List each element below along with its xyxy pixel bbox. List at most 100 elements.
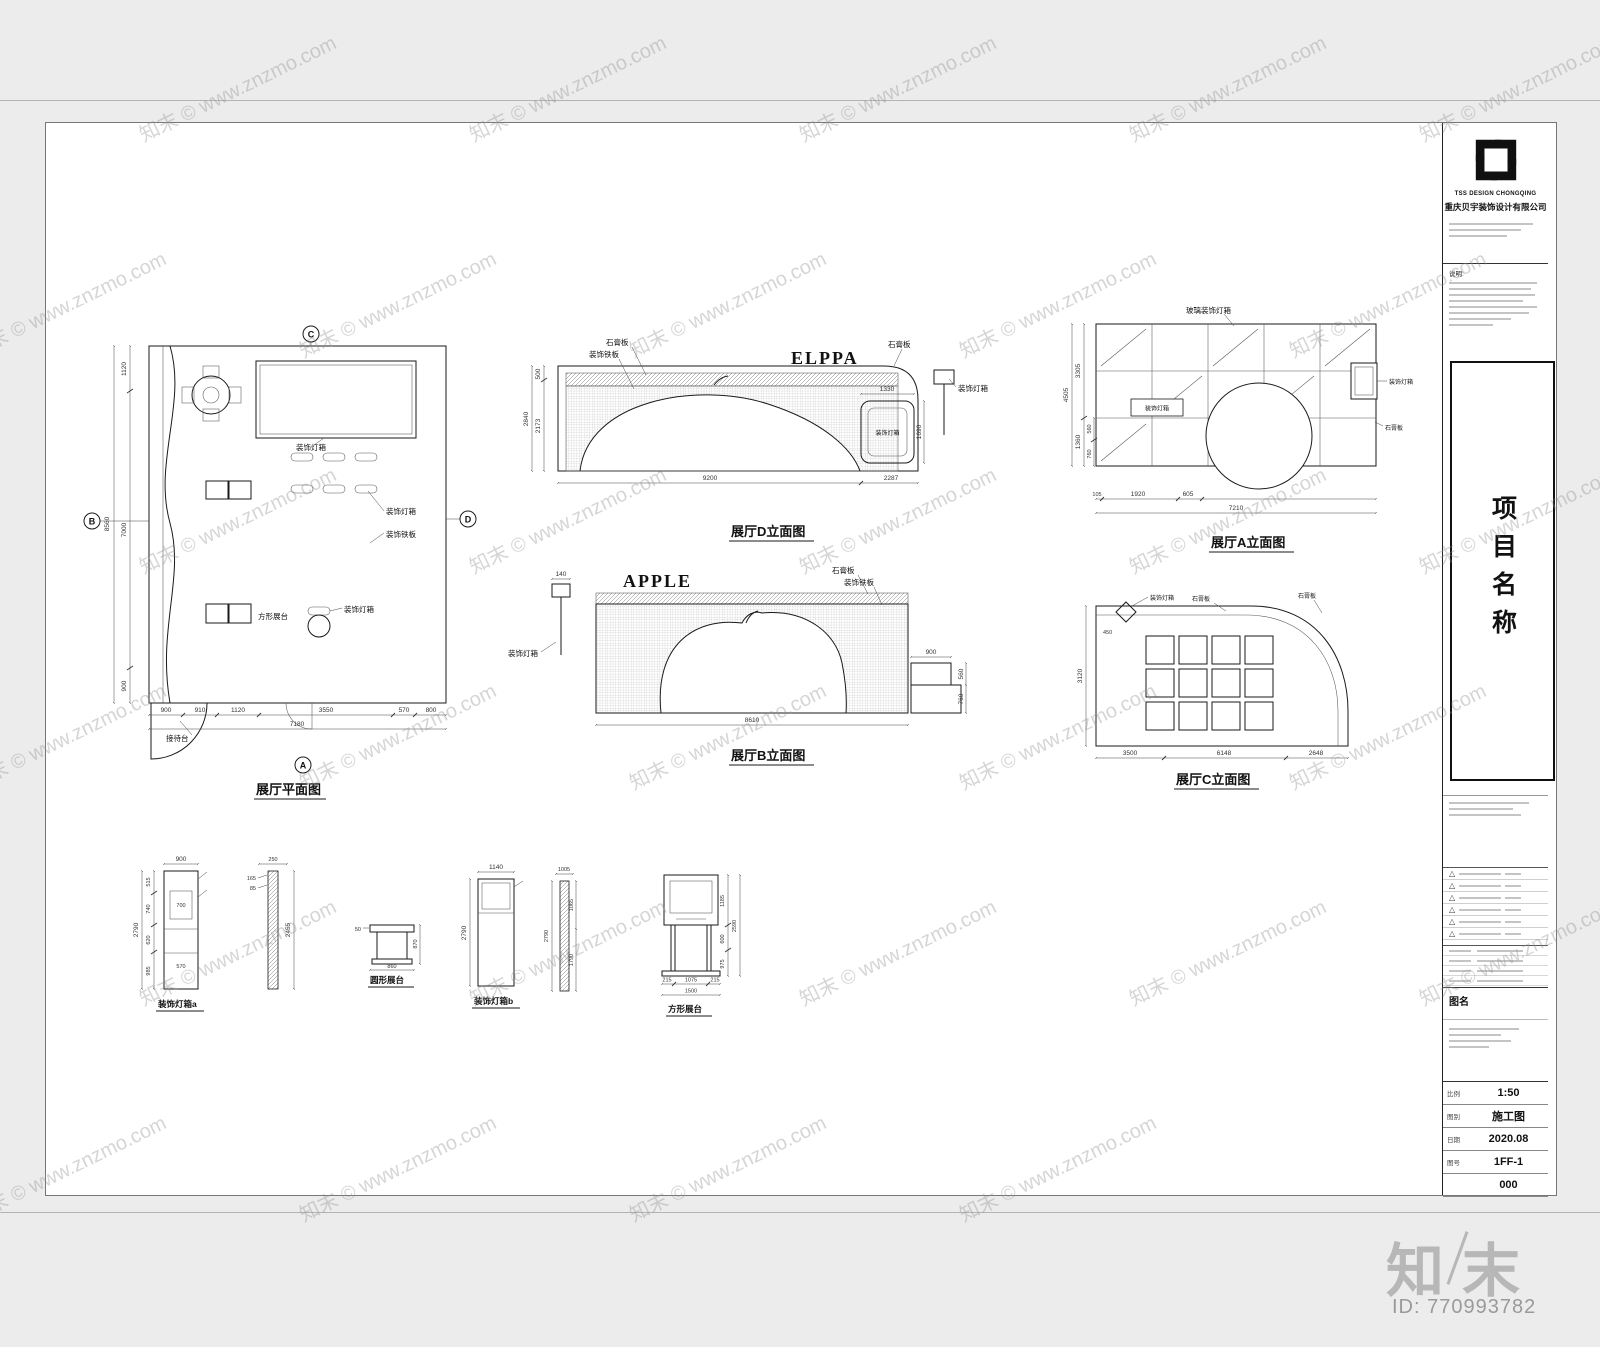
dim-label: 1920 [1131,491,1146,498]
dim-label: 1005 [558,867,570,873]
dim-label: 500 [535,368,542,379]
plan-label: 装饰灯箱 [386,506,416,516]
dim-label: 250 [268,857,277,863]
dim-label: 3500 [1123,750,1138,757]
dim-label: 105 [1092,492,1101,498]
curved-wall [164,345,176,704]
project-name-box: 项目名称 [1450,361,1555,781]
version-value: 000 [1499,1179,1518,1191]
dim-label: 2648 [1309,750,1324,757]
dim-label: 985 [146,966,152,975]
znzmo-logo: 知末 [1386,1224,1556,1304]
dim-label: 1690 [916,424,923,439]
revision-triangle-icon: △ [1449,868,1456,878]
elevation-marker-a: A [300,761,307,771]
notes-title: 说明: [1449,271,1464,278]
drawing-title-elev-b: 展厅B立面图 [731,748,805,763]
revision-triangle-icon: △ [1449,904,1456,914]
lightbox-matrix [1145,635,1274,731]
detail-title: 装饰灯箱a [157,999,197,1009]
drawing-name-label: 图名 [1443,987,1548,1017]
dim-label: 165 [247,876,256,882]
detail-title: 圆形展台 [370,975,405,985]
elevation-marker-d: D [465,515,472,525]
dim-label: 1120 [231,707,245,714]
leader-label: 石膏板 [1298,592,1316,600]
leader-label: 装饰铁板 [589,349,619,359]
dim-label: 570 [176,964,185,970]
leader-label: 石膏板 [1385,424,1403,432]
revision-triangle-icon: △ [1449,928,1456,938]
floor-plan: 装饰灯箱 装饰灯箱 装饰铁板 方形展台 装饰灯箱 接待台 C B D A 856… [83,325,477,800]
dim-label: 6148 [1217,750,1232,757]
revision-table: △ △ △ △ △ △ [1443,867,1548,940]
notes-block: 说明: [1443,263,1548,357]
dim-label: 2590 [732,920,738,932]
revision-triangle-icon: △ [1449,880,1456,890]
dim-label: 140 [556,571,567,578]
brand-text-apple: APPLE [623,571,692,591]
dim-label: 1065 [569,899,575,911]
dim-label: 800 [426,707,437,714]
leader-label: 装饰灯箱 [958,383,988,393]
dim-label: 7000 [121,522,128,537]
dim-label: 2840 [523,411,530,426]
dim-label: 450 [1103,630,1112,636]
category-label: 图别 [1447,1114,1460,1121]
dim-label: 900 [176,856,187,863]
dim-label: 1120 [121,362,128,376]
dim-label: 9200 [703,475,718,482]
top-margin-rule [0,100,1600,101]
plan-label: 接待台 [166,733,189,743]
revision-triangle-icon: △ [1449,916,1456,926]
dim-label: 1790 [569,954,575,966]
watermark-id: ID: 770993782 [1392,1296,1537,1318]
round-stand-plan [307,614,331,638]
dim-label: 215 [662,978,671,984]
date-value: 2020.08 [1488,1133,1529,1145]
dim-label: 1185 [720,895,726,907]
dim-label: 605 [1183,491,1194,498]
category-row: 图别 施工图 [1443,1105,1548,1128]
dim-label: 860 [387,964,396,970]
drawing-sheet: 装饰灯箱 装饰灯箱 装饰铁板 方形展台 装饰灯箱 接待台 C B D A 856… [45,122,1557,1197]
apple-silhouette [659,611,847,714]
leader-label: 石膏板 [606,337,629,347]
reception-fan [150,702,208,760]
dim-label: 900 [161,707,172,714]
category-value: 施工图 [1492,1111,1525,1123]
reception-counter [255,360,417,439]
round-opening [1205,382,1313,490]
info-lines-2 [1443,1019,1548,1079]
round-table [191,375,231,415]
revision-triangle-icon: △ [1449,892,1456,902]
leader-label: 石膏板 [1192,595,1210,603]
dim-label: 570 [399,707,410,714]
brand-text-elppa: ELPPA [791,348,859,368]
leader-label: 石膏板 [832,565,855,575]
company-contact-lines [1443,219,1548,237]
detail-title: 方形展台 [668,1004,703,1014]
elevation-marker-b: B [89,517,96,527]
tss-logo-icon [1443,135,1548,190]
dim-label: 700 [176,903,185,909]
version-row: 000 [1443,1174,1548,1197]
dim-label: 7180 [290,721,305,728]
plan-label: 方形展台 [258,611,288,621]
leader-label: 玻璃装饰灯箱 [1186,305,1231,315]
scale-label: 比例 [1447,1091,1460,1098]
dim-label: 560 [958,668,965,679]
dim-label: 1075 [685,978,697,984]
dim-label: 620 [146,935,152,944]
elevation-b: APPLE 140 装饰灯箱 900 560 760 8610 石膏板 装饰铁板… [508,565,968,766]
cad-drawing-area: 装饰灯箱 装饰灯箱 装饰铁板 方形展台 装饰灯箱 接待台 C B D A 856… [83,305,1413,1017]
dim-label: 740 [146,904,152,913]
detail-drawings: 900 2790 515 740 620 985 700 570 装饰灯箱a 2… [133,856,742,1017]
drawing-title-plan: 展厅平面图 [256,782,321,797]
dim-label: 2455 [285,922,292,937]
dim-label: 910 [195,707,206,714]
